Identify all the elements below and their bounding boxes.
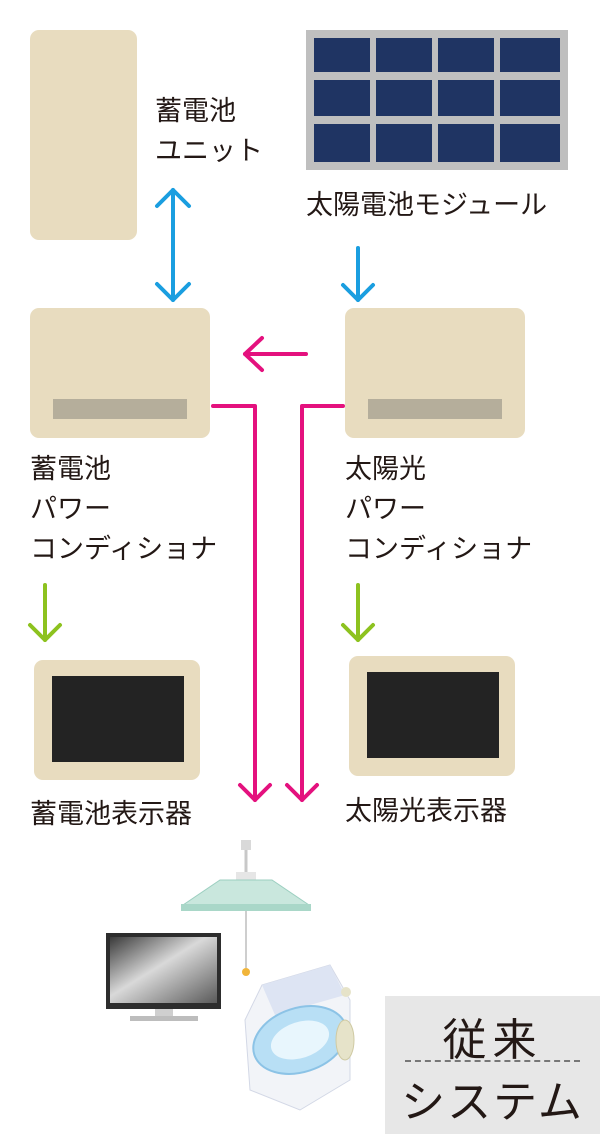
solar-down-arrow <box>341 246 375 302</box>
ceiling-lamp-icon <box>181 840 311 976</box>
tv-icon <box>106 933 221 1021</box>
solar-module-label: 太陽電池モジュール <box>306 190 548 221</box>
battery-display-arrow <box>28 583 62 642</box>
solar-pcs-label: 太陽光 パワー コンディショナ <box>345 454 533 565</box>
solar-display-screen <box>367 672 499 758</box>
solar-display-label: 太陽光表示器 <box>345 796 507 827</box>
battery-pcs-slot <box>53 399 187 419</box>
pcs-left-arrow <box>243 336 308 372</box>
washing-machine-icon <box>244 964 355 1111</box>
battery-bidirectional-arrow <box>155 188 191 302</box>
battery-pcs-label: 蓄電池 パワー コンディショナ <box>30 454 218 565</box>
solar-display-arrow <box>341 583 375 642</box>
solar-panel-icon <box>306 30 568 170</box>
battery-output-line <box>211 404 272 802</box>
battery-unit-box <box>30 30 137 240</box>
battery-display-label: 蓄電池表示器 <box>30 799 192 830</box>
solar-output-line <box>285 404 345 802</box>
system-title-box: 従来 システム <box>385 996 600 1134</box>
title-line-2: システム <box>401 1077 584 1128</box>
title-line-1: 従来 <box>442 1015 543 1066</box>
battery-unit-label: 蓄電池 ユニット <box>155 96 263 167</box>
solar-pcs-slot <box>368 399 502 419</box>
title-divider <box>405 1060 580 1062</box>
battery-display-screen <box>52 676 184 762</box>
